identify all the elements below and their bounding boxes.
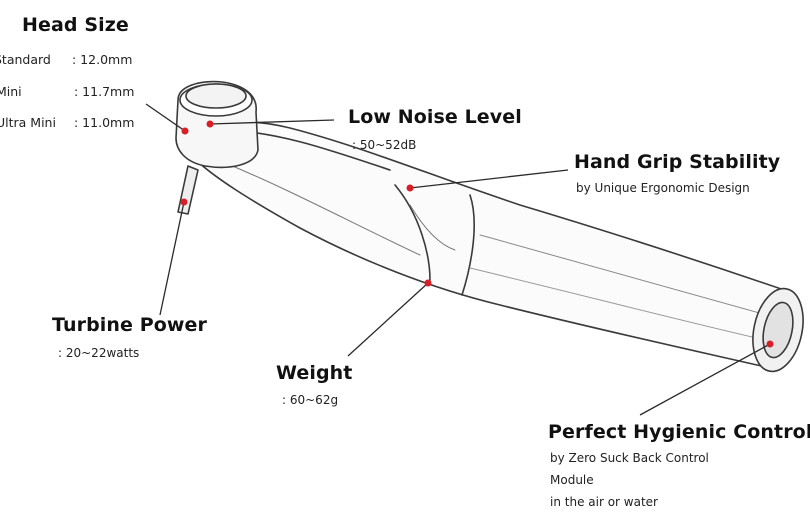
bur [177,165,199,215]
head-size-row-standard: Standard : 12.0mm [0,52,132,67]
hygienic-line-1: by Zero Suck Back Control [550,451,709,465]
low-noise-detail: : 50~52dB [352,138,417,152]
grip-sleeve-2 [461,194,475,296]
weight-title: Weight [276,362,353,384]
leader-weight [347,282,429,357]
leader-lines [145,103,771,416]
markers [180,120,774,348]
head-size-value: : 12.0mm [72,52,133,67]
leader-hand-grip [409,169,569,189]
hand-grip-detail: by Unique Ergonomic Design [576,181,750,195]
low-noise-title: Low Noise Level [348,106,522,128]
head-cap-top [185,83,247,109]
hygienic-line-3: in the air or water [550,495,658,509]
head-size-title: Head Size [22,14,129,36]
marker-head-size [181,127,189,135]
head-size-row-ultra-mini: Ultra Mini : 11.0mm [0,115,134,130]
head-size-row-mini: Mini : 11.7mm [0,84,134,99]
head-size-value: : 11.7mm [74,84,135,99]
hygienic-title: Perfect Hygienic Control [548,421,810,443]
head-size-label: Ultra Mini [0,115,56,130]
marker-low-noise [206,120,214,128]
head-size-label: Mini [0,84,22,99]
head-size-value: : 11.0mm [74,115,135,130]
weight-detail: : 60~62g [282,393,339,407]
body-ridge-2 [469,267,766,341]
leader-hygienic [639,343,771,416]
marker-weight [424,279,432,287]
marker-hygienic [766,340,774,348]
hygienic-line-2: Module [550,473,594,487]
marker-hand-grip [406,184,414,192]
turbine-title: Turbine Power [52,314,207,336]
leader-turbine [159,201,185,316]
leader-low-noise [209,119,335,125]
marker-turbine [180,198,188,206]
grip-sleeve [394,184,431,281]
hand-grip-title: Hand Grip Stability [574,151,781,173]
neck-detail-2 [229,164,421,256]
grip-cut [409,204,456,251]
leader-head-size [145,103,186,132]
turbine-detail: : 20~22watts [58,346,140,360]
head-size-label: Standard [0,52,51,67]
